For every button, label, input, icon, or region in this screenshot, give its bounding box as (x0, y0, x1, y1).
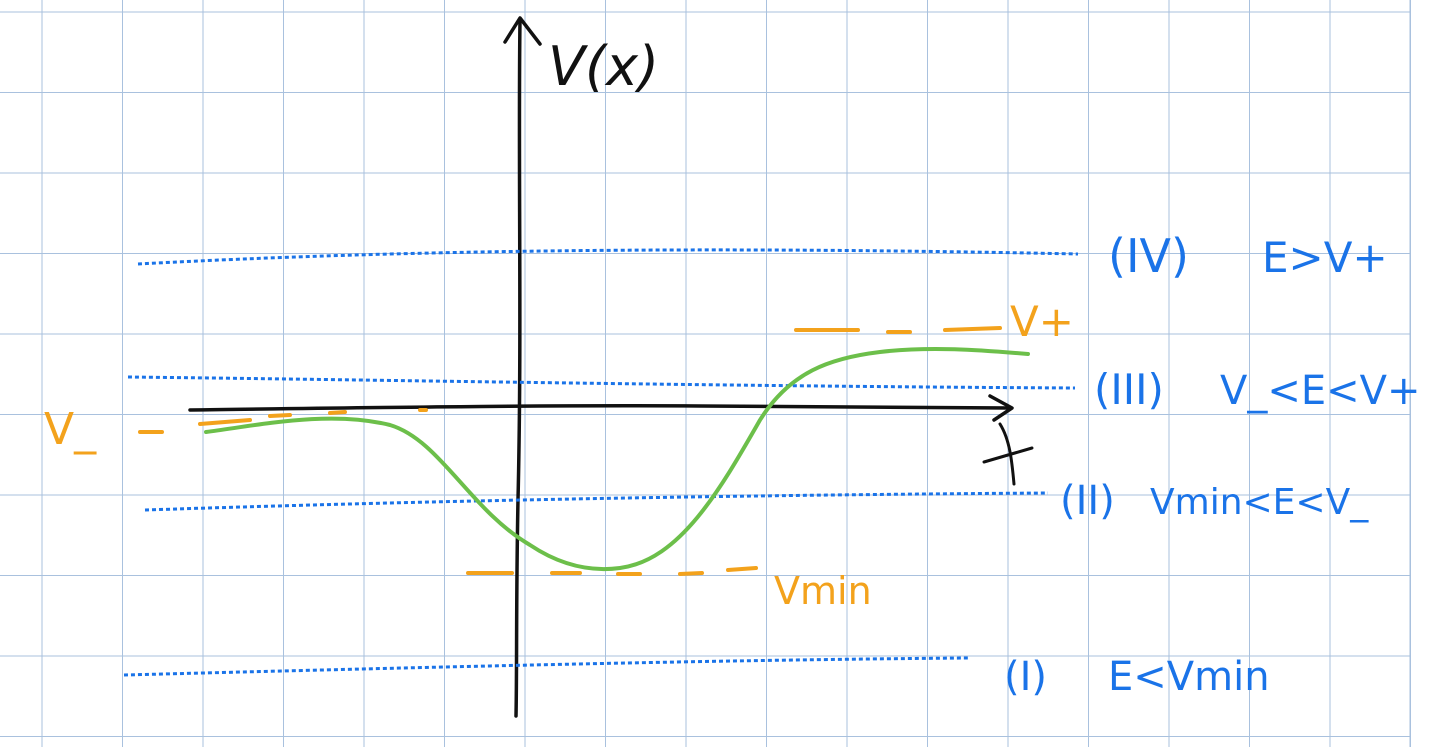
energy-line-iii (127, 375, 1076, 390)
potential-curve (204, 346, 1030, 572)
region-ii-condition: Vmin<E<V_ (1150, 482, 1369, 523)
y-axis-label: V(x) (548, 35, 659, 98)
energy-line-i (123, 656, 969, 677)
region-iv-numeral: (IV) (1108, 229, 1189, 283)
region-i-condition: E<Vmin (1108, 654, 1270, 700)
v-plus-dash (794, 326, 1002, 334)
axes (188, 16, 1034, 718)
graph-paper-grid (0, 0, 1411, 747)
x-axis (188, 404, 1012, 412)
v-minus-dash (138, 408, 428, 434)
y-axis (514, 18, 522, 718)
region-iii-condition: V_<E<V+ (1220, 368, 1421, 414)
region-ii-numeral: (II) (1060, 478, 1115, 524)
region-iii-numeral: (III) (1094, 365, 1164, 414)
energy-levels (123, 248, 1079, 677)
region-i-numeral: (I) (1004, 654, 1047, 700)
region-iv-condition: E>V+ (1262, 233, 1388, 282)
energy-line-ii (144, 491, 1049, 512)
reference-levels (138, 326, 1002, 576)
v-minus-label: V_ (44, 404, 97, 455)
x-label-stroke (982, 422, 1034, 486)
x-axis-arrow (988, 394, 1014, 422)
v-min-label: Vmin (774, 569, 872, 613)
y-axis-arrow (503, 16, 542, 46)
region-labels: (IV) E>V+ (III) V_<E<V+ (II) Vmin<E<V_ (… (1004, 229, 1421, 700)
v-plus-label: V+ (1010, 297, 1074, 346)
energy-line-iv (137, 248, 1079, 266)
v-min-dash (466, 566, 758, 576)
